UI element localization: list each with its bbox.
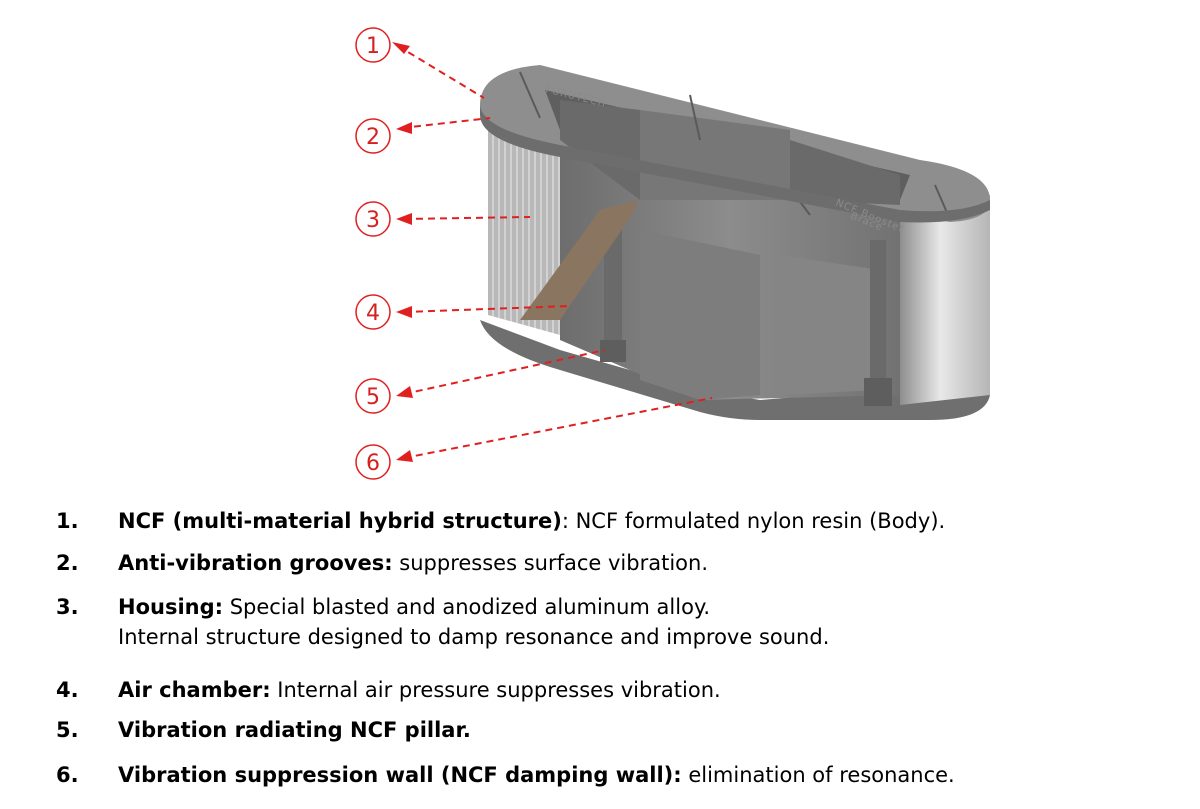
- legend-term: Air chamber:: [118, 678, 271, 702]
- housing-left-panel: [488, 125, 560, 335]
- ncf-pillar-right: [870, 240, 886, 390]
- callout-4: [355, 294, 571, 330]
- legend-number: 2.: [56, 551, 79, 575]
- legend-number: 3.: [56, 595, 79, 619]
- legend-term: Anti-vibration grooves:: [118, 551, 393, 575]
- callouts: [355, 27, 713, 480]
- legend-description: suppresses surface vibration.: [392, 551, 708, 575]
- legend-number: 1.: [56, 509, 79, 533]
- callout-label-2: 2: [366, 125, 380, 150]
- callout-label-4: 4: [366, 301, 380, 326]
- callout-2: [355, 117, 491, 154]
- legend-number: 5.: [56, 718, 79, 742]
- callout-labels: 1 2 3 4 5 6: [366, 34, 380, 476]
- callout-3: [355, 201, 531, 237]
- legend-description: : NCF formulated nylon resin (Body).: [561, 509, 946, 533]
- legend-term: NCF (multi-material hybrid structure): [118, 509, 562, 533]
- legend-term: Housing:: [118, 595, 224, 619]
- callout-label-6: 6: [366, 451, 380, 476]
- callout-6: [355, 397, 713, 480]
- callout-label-5: 5: [366, 385, 380, 410]
- ncf-booster-brace-body: FURUTECH NCF Booster Brace: [480, 65, 990, 420]
- legend-description: elimination of resonance.: [681, 763, 955, 787]
- legend-term: Vibration radiating NCF pillar.: [118, 718, 471, 742]
- legend-term: Vibration suppression wall (NCF damping …: [118, 763, 682, 787]
- legend-description: Special blasted and anodized aluminum al…: [223, 595, 711, 619]
- air-chamber-brace: [520, 200, 638, 320]
- callout-1: [355, 27, 485, 99]
- legend-description-line-2: Internal structure designed to damp reso…: [118, 625, 830, 649]
- legend-number: 6.: [56, 763, 79, 787]
- callout-label-1: 1: [366, 34, 380, 59]
- callout-label-3: 3: [366, 208, 380, 233]
- product-diagram: FURUTECH NCF Booster Brace: [355, 27, 990, 480]
- legend-description: Internal air pressure suppresses vibrati…: [270, 678, 721, 702]
- callout-5: [355, 349, 606, 414]
- housing-right-panel: [900, 195, 990, 405]
- legend-number: 4.: [56, 678, 79, 702]
